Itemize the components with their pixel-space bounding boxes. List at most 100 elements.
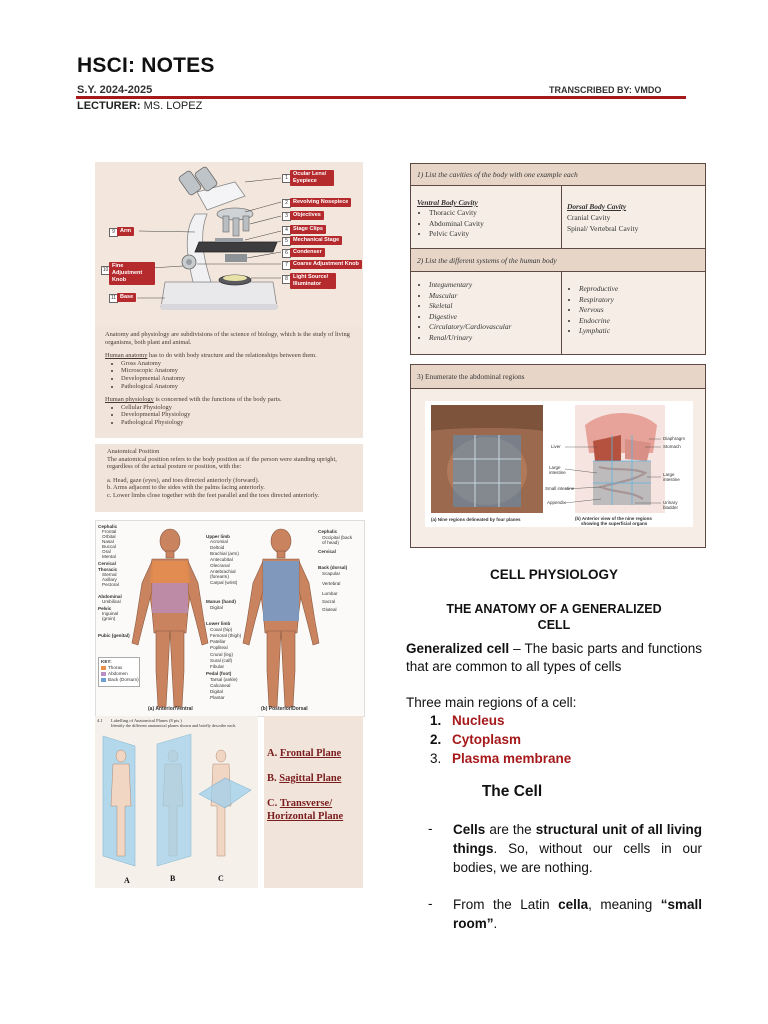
body-label: Lower limb [206, 621, 231, 626]
body-label: Sural (calf) [210, 658, 233, 663]
body-label: Inguinal [102, 611, 119, 616]
list-item: Developmental Anatomy [121, 375, 353, 383]
body-label: Olecranal [210, 563, 230, 568]
organ-label: Large [663, 472, 675, 477]
exercise-instruction-title: Labelling of Anatomical Planes (8 pts.) [111, 718, 182, 723]
list-item: Pathological Anatomy [121, 383, 353, 391]
label-light-source-text: Light Source/ Illuminator [293, 274, 329, 287]
body-label: Popliteal [210, 645, 228, 650]
microscope-illustration [137, 166, 282, 310]
systems-list-right: Reproductive Respiratory Nervous Endocri… [567, 284, 618, 337]
body-key: KEY: Thorax Abdomen Back (Dorsum) [98, 657, 140, 687]
cell-definition-paragraph: Cells are the structural unit of all liv… [453, 820, 702, 877]
body-label: Orbital [102, 534, 116, 539]
body-label: (groin) [102, 616, 116, 621]
label-revolving-nosepiece: Revolving Nosepiece [290, 198, 352, 207]
page-title: HSCI: NOTES [77, 54, 215, 77]
key-label: Thorax [108, 665, 123, 670]
body-regions-figure: Cephalic Frontal Orbital Nasal Buccal Or… [95, 520, 365, 717]
key-label: Abdomen [108, 671, 128, 676]
section-heading-cell-physiology: CELL PHYSIOLOGY [489, 567, 619, 582]
label-objectives: Objectives [290, 211, 324, 220]
region-cytoplasm: Cytoplasm [452, 732, 522, 747]
body-figures-illustration [131, 528, 320, 708]
region-number: 3. [430, 751, 442, 766]
human-anatomy-definition: has to do with body structure and the re… [147, 352, 317, 360]
abdomen-illustration [431, 405, 665, 513]
human-anatomy-term: Human anatomy [105, 352, 148, 360]
body-label: Cervical [98, 561, 116, 566]
label-stage-clips: Stage Clips [290, 225, 326, 234]
systems-list-left: Integumentary Muscular Skeletal Digestiv… [417, 280, 511, 343]
text-span: From the Latin [453, 897, 559, 912]
organ-label: intestine [663, 477, 680, 482]
cell-etymology-paragraph: From the Latin cella, meaning “small roo… [453, 895, 702, 933]
body-label: Crural (leg) [210, 652, 233, 657]
body-label: Back (dorsal) [318, 565, 348, 570]
lecturer-label: LECTURER: [77, 100, 141, 112]
figure-caption-posterior: (b) Posterior/Dorsal [261, 706, 308, 712]
key-swatch [101, 666, 106, 670]
anatomy-list: Gross Anatomy Microscopic Anatomy Develo… [105, 360, 353, 390]
plane-name: Horizontal Plane [267, 811, 344, 822]
ventral-cavity-list: Thoracic Cavity Abdominal Cavity Pelvic … [417, 208, 484, 240]
abdominal-regions-figure: Liver Large intestine Small intestine Ap… [425, 401, 693, 527]
region-nucleus: Nucleus [452, 713, 505, 728]
list-item: Lymphatic [579, 326, 618, 337]
list-item: Endocrine [579, 316, 618, 327]
plane-name: Sagittal Plane [279, 773, 342, 784]
body-label: Axillary [102, 577, 117, 582]
body-label: Frontal [102, 529, 117, 534]
body-label: Digital [210, 689, 223, 694]
dorsal-cavity-2: Spinal/ Vertebral Cavity [567, 224, 639, 233]
region-number: 2. [430, 732, 442, 747]
body-label: Nasal [102, 539, 114, 544]
label-coarse-adjustment-knob: Coarse Adjustment Knob [290, 260, 362, 269]
key-swatch [101, 678, 106, 682]
plane-frontal: A. Frontal Plane [267, 748, 341, 760]
body-label: Sacral [322, 599, 336, 604]
plane-transverse: C. Transverse/ [267, 798, 332, 810]
body-label: Tarsal (ankle) [210, 677, 238, 682]
position-item-a: a. Head, gaze (eyes), and toes directed … [107, 476, 260, 484]
header-rule [76, 96, 686, 99]
body-label: Digital [210, 605, 223, 610]
three-regions-intro: Three main regions of a cell: [406, 695, 577, 710]
key-label: Back (Dorsum) [108, 677, 139, 682]
list-item: Circulatory/Cardiovascular [429, 322, 511, 333]
organ-label: bladder [663, 505, 679, 510]
body-label: Umbilical [102, 599, 121, 604]
term-cella: cella [558, 897, 589, 912]
list-item: Integumentary [429, 280, 511, 291]
body-label: Coxal (hip) [210, 627, 233, 632]
plane-sagittal: B. Sagittal Plane [267, 773, 341, 785]
list-item: Nervous [579, 305, 618, 316]
figure-letter-a: A [124, 876, 130, 885]
organ-label: Urinary [663, 500, 678, 505]
plane-name: Frontal Plane [279, 748, 342, 759]
position-item-c: c. Lower limbs close together with the f… [107, 491, 319, 499]
body-label: Scapular [322, 571, 341, 576]
question-1: 1) List the cavities of the body with on… [411, 164, 705, 186]
text-span: . So, without our cells in our bodies, w… [453, 841, 702, 875]
planes-illustration [102, 733, 252, 867]
body-label: Lumbar [322, 591, 338, 596]
question-2: 2) List the different systems of the hum… [411, 248, 705, 272]
organ-label: intestine [549, 470, 566, 475]
organ-label: Small intestine [545, 486, 575, 491]
body-label: Pubic (genital) [98, 633, 130, 638]
question-3: 3) Enumerate the abdominal regions [411, 365, 705, 389]
list-item: Cellular Physiology [121, 404, 353, 412]
anatomical-position-notes: Anatomical Position The anatomical posit… [95, 444, 363, 512]
body-label: Cephalic [98, 524, 118, 529]
anatomy-intro: Anatomy and physiology are subdivisions … [105, 331, 350, 346]
list-item: Pathological Physiology [121, 419, 353, 427]
generalized-cell-definition: Generalized cell – The basic parts and f… [406, 640, 702, 676]
dorsal-cavity-title: Dorsal Body Cavity [567, 202, 627, 211]
body-label: Antecubital [210, 557, 233, 562]
list-item: Microscopic Anatomy [121, 367, 353, 375]
anatomy-physiology-notes: Anatomy and physiology are subdivisions … [95, 327, 363, 438]
label-ocular-lens-text: Ocular Lens/ Eyepiece [293, 171, 327, 184]
physiology-list: Cellular Physiology Developmental Physio… [105, 404, 353, 427]
list-item: Respiratory [579, 295, 618, 306]
